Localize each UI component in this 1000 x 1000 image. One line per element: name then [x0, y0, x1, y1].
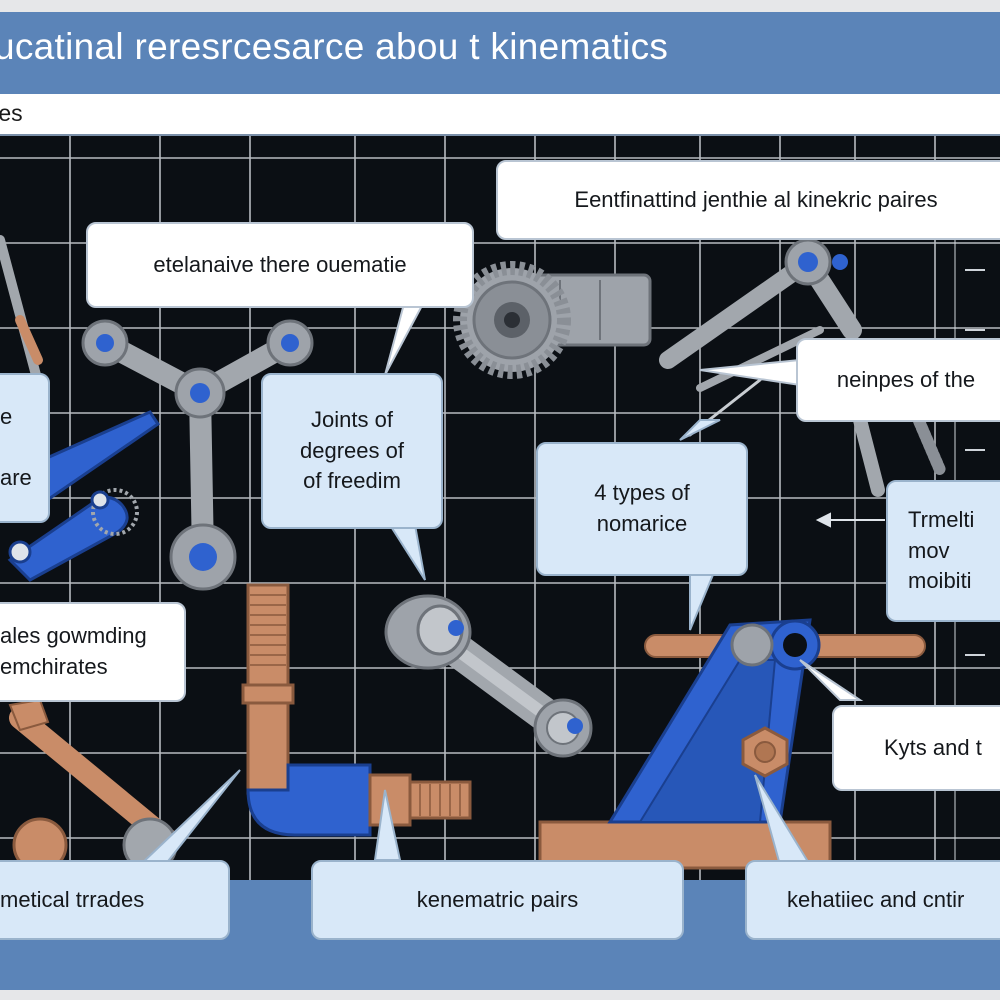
callout-joints-degrees-of-freedom: Joints of degrees of of freedim	[261, 373, 443, 529]
callout-types: 4 types of nomarice	[536, 442, 748, 576]
page-title: ucatinal reresrcesarce abou t kinematics	[0, 26, 669, 67]
callout-kinematic-pairs: kenematric pairs	[311, 860, 684, 940]
callout-pointers	[137, 299, 864, 866]
callout-text: e are	[0, 403, 32, 491]
connecting-rod	[384, 594, 593, 758]
y-linkage	[81, 319, 314, 591]
callout-text: Kyts and t	[884, 734, 982, 760]
title-bar	[0, 12, 1000, 94]
callout-text: Eentfinattind jenthie al kinekric paires	[574, 186, 938, 212]
callout-kyts: Kyts and t	[832, 705, 1000, 791]
left-rod	[0, 235, 45, 395]
blue-wrench	[7, 410, 161, 582]
callout-kinematic-pairs-identification: Eentfinattind jenthie al kinekric paires	[496, 160, 1000, 240]
copper-pipe	[241, 583, 472, 837]
callout-motion-mobility: Trmelti mov moibiti	[886, 480, 1000, 622]
callout-kinematics-control: kehatiiec and cntir	[745, 860, 1000, 940]
callout-text: neinpes of the	[836, 366, 976, 392]
callout-relative-motion: etelanaive there ouematie	[86, 222, 474, 308]
callout-text: kenematric pairs	[416, 886, 579, 912]
callout-governing-mechanisms: ales gowmding emchirates	[0, 602, 186, 702]
callout-principles: neinpes of the	[796, 338, 1000, 422]
callout-text: ales gowmding emchirates	[0, 623, 147, 679]
bottom-strip	[0, 990, 1000, 1000]
copper-arm	[8, 698, 179, 873]
callout-mechanical-trades: metical trrades	[0, 860, 230, 940]
dimension-arrow	[815, 512, 885, 528]
callout-left-partial: e are	[0, 373, 50, 523]
gear-shaft	[453, 261, 652, 379]
callout-text: kehatiiec and cntir	[787, 886, 965, 912]
callout-text: metical trrades	[0, 886, 145, 912]
page-subtitle: tes	[0, 100, 23, 126]
callout-text: 4 types of nomarice	[594, 480, 690, 536]
callout-text: Trmelti mov moibiti	[908, 506, 975, 594]
subtitle-bar	[0, 94, 1000, 136]
callout-text: etelanaive there ouematie	[153, 251, 407, 277]
callout-text: Joints of degrees of of freedim	[300, 406, 404, 494]
